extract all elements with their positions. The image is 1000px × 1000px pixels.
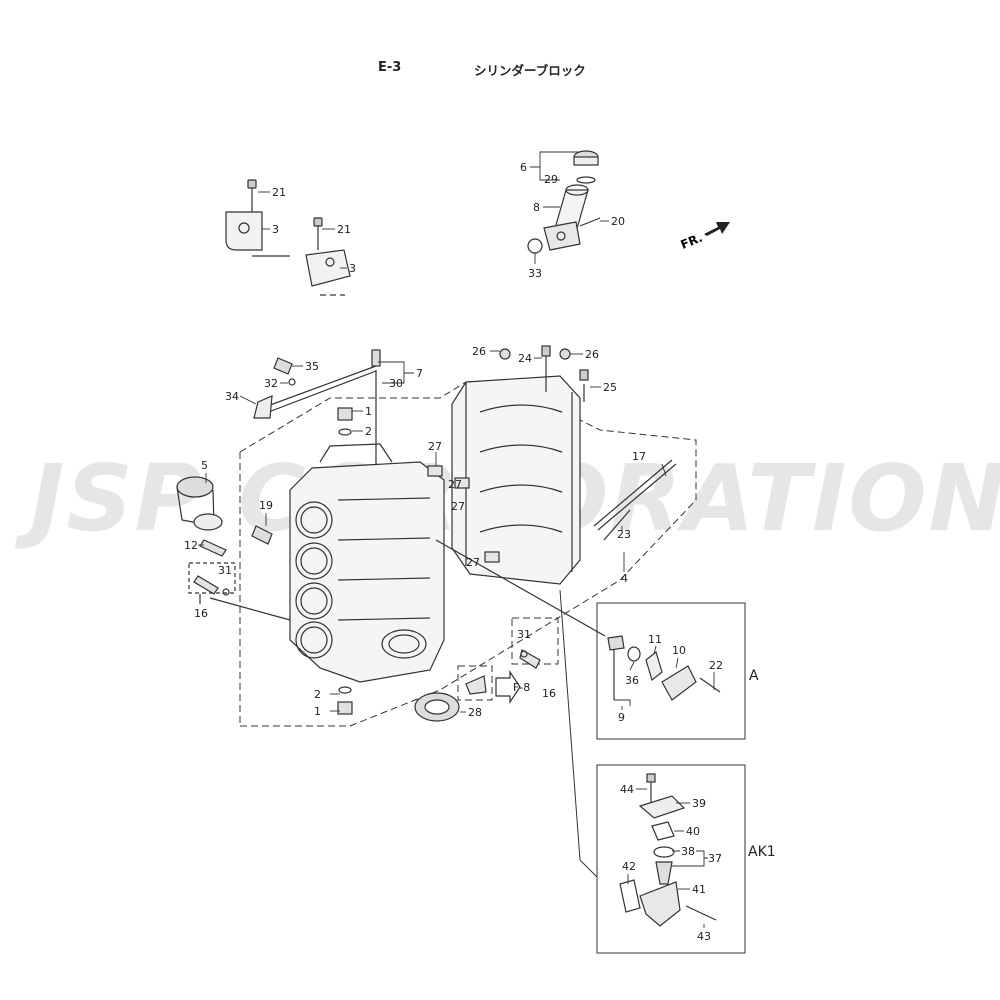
reference-f-8: F-8 <box>513 681 530 694</box>
callout-2: 2 <box>314 688 321 701</box>
callout-11: 11 <box>648 633 662 646</box>
callout-5: 5 <box>201 459 208 472</box>
callout-12: 12 <box>184 539 198 552</box>
callout-36: 36 <box>625 674 639 687</box>
callout-31: 31 <box>517 628 531 641</box>
oil-filler-group <box>527 150 601 254</box>
front-direction-marker: FR. <box>679 222 730 252</box>
callout-21: 21 <box>272 186 286 199</box>
callout-32: 32 <box>264 377 278 390</box>
callout-43: 43 <box>697 930 711 943</box>
callout-30: 30 <box>389 377 403 390</box>
bracket-group-top-left <box>225 179 351 296</box>
crankcase <box>427 345 677 585</box>
page-code: E-3 <box>378 60 402 75</box>
callout-16: 16 <box>194 607 208 620</box>
callout-3: 3 <box>272 223 279 236</box>
callout-1: 1 <box>365 405 372 418</box>
reference-arrow-icon <box>495 670 521 704</box>
cylinder-block <box>289 407 445 715</box>
page-title: シリンダーブロック <box>474 63 586 78</box>
callout-25: 25 <box>603 381 617 394</box>
callout-3: 3 <box>349 262 356 275</box>
callout-34: 34 <box>225 390 239 403</box>
callout-39: 39 <box>692 797 706 810</box>
inset-a-parts <box>435 539 721 701</box>
callout-44: 44 <box>620 783 634 796</box>
fittings-left <box>188 525 291 621</box>
callout-33: 33 <box>528 267 542 280</box>
callout-17: 17 <box>632 450 646 463</box>
callout-28: 28 <box>468 706 482 719</box>
callout-41: 41 <box>692 883 706 896</box>
callout-23: 23 <box>617 528 631 541</box>
inset-label-a: A <box>749 668 759 684</box>
callout-31: 31 <box>218 564 232 577</box>
leader-to-ak1 <box>559 589 581 861</box>
oil-filter <box>176 476 223 531</box>
callout-6: 6 <box>520 161 527 174</box>
oil-seal <box>414 649 541 722</box>
front-direction-label: FR. <box>679 231 705 252</box>
callout-19: 19 <box>259 499 273 512</box>
inset-a-frame <box>596 602 746 740</box>
callout-22: 22 <box>709 659 723 672</box>
arrow-icon <box>704 222 730 236</box>
callout-29: 29 <box>544 173 558 186</box>
callout-10: 10 <box>672 644 686 657</box>
callout-9: 9 <box>618 711 625 724</box>
callout-40: 40 <box>686 825 700 838</box>
callout-42: 42 <box>622 860 636 873</box>
callout-26: 26 <box>472 345 486 358</box>
callout-38: 38 <box>681 845 695 858</box>
callout-24: 24 <box>518 352 532 365</box>
callout-27: 27 <box>448 478 462 491</box>
dipstick-group <box>253 349 381 478</box>
callout-labels: 21 3 21 3 6 29 8 20 33 35 32 34 7 30 26 … <box>184 161 723 943</box>
callout-1: 1 <box>314 705 321 718</box>
callout-leaders <box>198 151 715 928</box>
callout-35: 35 <box>305 360 319 373</box>
callout-37: 37 <box>708 852 722 865</box>
callout-27: 27 <box>428 440 442 453</box>
callout-21: 21 <box>337 223 351 236</box>
callout-4: 4 <box>621 572 628 585</box>
callout-26: 26 <box>585 348 599 361</box>
inset-label-ak1: AK1 <box>748 844 776 860</box>
callout-27: 27 <box>466 556 480 569</box>
callout-16: 16 <box>542 687 556 700</box>
callout-27: 27 <box>451 500 465 513</box>
callout-20: 20 <box>611 215 625 228</box>
inset-ak1-parts <box>619 773 717 927</box>
callout-7: 7 <box>416 367 423 380</box>
callout-2: 2 <box>365 425 372 438</box>
callout-8: 8 <box>533 201 540 214</box>
